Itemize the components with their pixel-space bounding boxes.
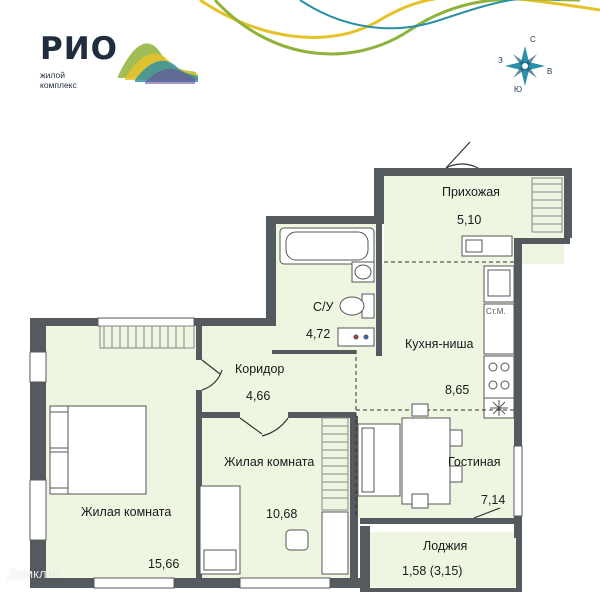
hallway-name: Прихожая — [442, 185, 500, 199]
single-bed-icon — [199, 485, 241, 575]
kitchen-area: 8,65 — [445, 383, 470, 397]
sofa-icon — [357, 423, 401, 497]
toilet-icon — [339, 293, 375, 319]
windows — [29, 317, 523, 589]
boiler-icon — [337, 327, 375, 347]
brand-name: РИО — [40, 31, 119, 67]
doors — [201, 141, 501, 519]
chair-icon — [285, 529, 309, 551]
wardrobes — [99, 177, 563, 511]
double-bed-icon — [49, 405, 147, 495]
compass-east: В — [547, 67, 553, 76]
compass-icon — [505, 46, 545, 86]
brand-subtitle-line1: жилой — [40, 70, 65, 80]
bedroom-mid-area: 10,68 — [266, 507, 298, 521]
kitchen-name: Кухня-ниша — [405, 337, 474, 351]
compass-south: Ю — [514, 85, 523, 94]
living-room-name: Гостиная — [448, 455, 501, 469]
header-decoration — [199, 0, 600, 56]
compass-west: З — [498, 56, 503, 65]
corridor-name: Коридор — [235, 362, 285, 376]
bedroom-left-name: Жилая комната — [81, 505, 172, 519]
bedroom-mid-name: Жилая комната — [224, 455, 315, 469]
bathroom-area: 4,72 — [306, 327, 331, 341]
compass-north: С — [530, 35, 536, 44]
living-room-area: 7,14 — [481, 493, 506, 507]
hallway-area: 5,10 — [457, 213, 482, 227]
watermark: Домклик — [8, 566, 60, 581]
loggia-name: Лоджия — [423, 539, 468, 553]
zone-dividers — [355, 261, 514, 518]
hallway-unit — [461, 235, 513, 257]
washer-label: Ст.М. — [486, 307, 506, 316]
corridor-area: 4,66 — [246, 389, 271, 403]
walls — [30, 168, 572, 592]
bathtub-icon — [279, 227, 375, 265]
loggia-area: 1,58 (3,15) — [402, 564, 463, 578]
bedroom-left-area: 15,66 — [148, 557, 180, 571]
brand-wave-logo — [118, 43, 198, 84]
kitchen-counter — [483, 265, 515, 419]
dining-table — [401, 403, 463, 509]
brand-subtitle-line2: комплекс — [40, 80, 77, 90]
bathroom-name: С/У — [313, 300, 334, 314]
sink-icon — [351, 261, 375, 283]
desk-icon — [321, 511, 349, 575]
